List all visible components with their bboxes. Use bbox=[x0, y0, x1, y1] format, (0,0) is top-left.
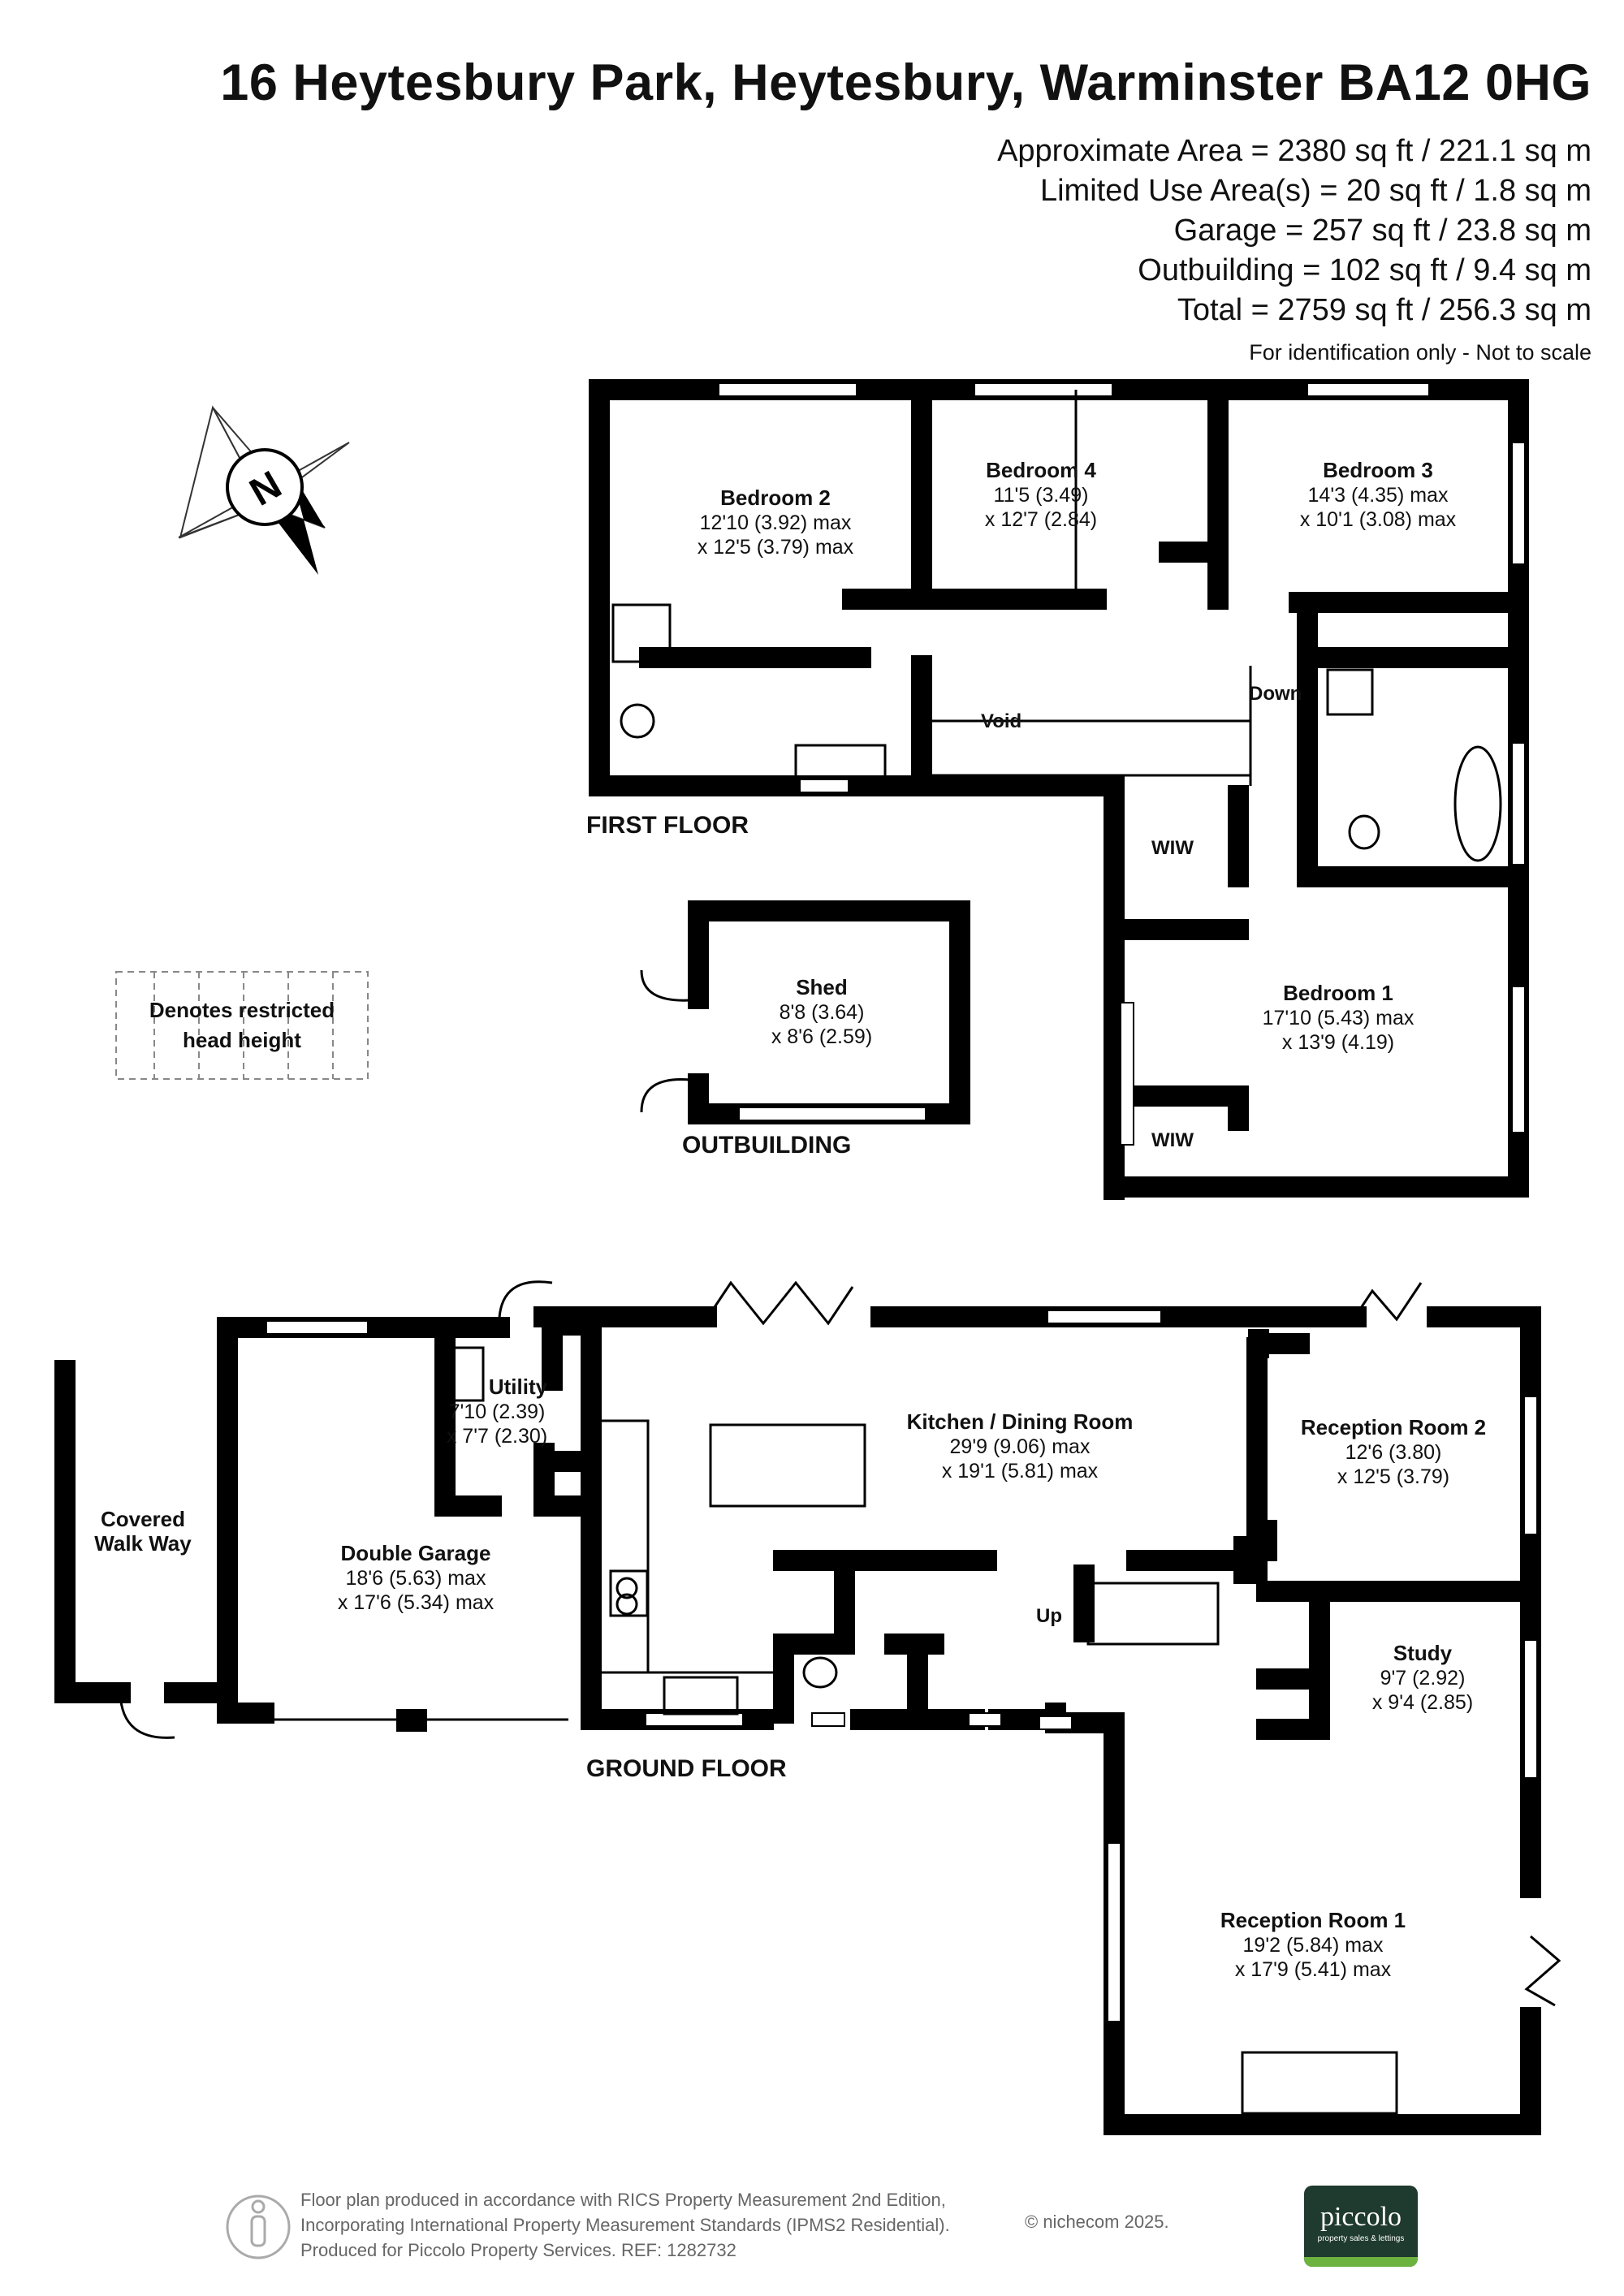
ground-floor-plan bbox=[54, 1280, 1561, 2135]
kitchen-dim1: 29'9 (9.06) max bbox=[950, 1435, 1091, 1458]
bedroom3-dim1: 14'3 (4.35) max bbox=[1308, 484, 1449, 507]
bedroom2-name: Bedroom 2 bbox=[720, 486, 831, 510]
garage-dim1: 18'6 (5.63) max bbox=[346, 1567, 486, 1590]
person-icon bbox=[226, 2195, 291, 2259]
shed-name: Shed bbox=[796, 975, 848, 999]
bedroom4-name: Bedroom 4 bbox=[986, 458, 1096, 482]
reception1-dim2: x 17'9 (5.41) max bbox=[1235, 1958, 1392, 1981]
shed-dim1: 8'8 (3.64) bbox=[780, 1001, 865, 1024]
piccolo-logo: piccolo property sales & lettings bbox=[1304, 2186, 1418, 2267]
utility-dim2: x 7'7 (2.30) bbox=[447, 1425, 547, 1448]
garage-name: Double Garage bbox=[341, 1541, 491, 1565]
first-floor-label: FIRST FLOOR bbox=[586, 812, 749, 839]
legend-line-2: head height bbox=[183, 1028, 301, 1052]
page-title: 16 Heytesbury Park, Heytesbury, Warminst… bbox=[220, 54, 1592, 111]
header: 16 Heytesbury Park, Heytesbury, Warminst… bbox=[220, 54, 1592, 365]
study-name: Study bbox=[1393, 1641, 1453, 1665]
down-label: Down bbox=[1249, 683, 1302, 705]
outbuilding-label: OUTBUILDING bbox=[682, 1132, 851, 1159]
restricted-height-legend: Denotes restricted head height bbox=[115, 971, 369, 1080]
up-label: Up bbox=[1036, 1605, 1062, 1627]
garage-dim2: x 17'6 (5.34) max bbox=[338, 1591, 495, 1614]
utility-dim1: 7'10 (2.39) bbox=[449, 1400, 546, 1423]
shed-dim2: x 8'6 (2.59) bbox=[771, 1025, 872, 1048]
area-limited-use: Limited Use Area(s) = 20 sq ft / 1.8 sq … bbox=[1039, 174, 1592, 208]
study-dim2: x 9'4 (2.85) bbox=[1372, 1691, 1473, 1714]
reception2-dim2: x 12'5 (3.79) bbox=[1337, 1465, 1449, 1488]
bedroom3-name: Bedroom 3 bbox=[1323, 458, 1433, 482]
kitchen-dim2: x 19'1 (5.81) max bbox=[942, 1460, 1099, 1482]
outbuilding-plan bbox=[640, 900, 970, 1124]
reception2-name: Reception Room 2 bbox=[1301, 1415, 1486, 1439]
reception2-dim1: 12'6 (3.80) bbox=[1345, 1441, 1442, 1464]
study-dim1: 9'7 (2.92) bbox=[1380, 1667, 1466, 1690]
logo-band bbox=[1304, 2257, 1418, 2267]
area-total: Total = 2759 sq ft / 256.3 sq m bbox=[1177, 293, 1592, 327]
bedroom2-dim2: x 12'5 (3.79) max bbox=[698, 536, 854, 559]
logo-tag: property sales & lettings bbox=[1317, 2234, 1405, 2243]
bedroom4-dim1: 11'5 (3.49) bbox=[994, 484, 1089, 507]
ground-floor-label: GROUND FLOOR bbox=[586, 1755, 787, 1782]
area-garage: Garage = 257 sq ft / 23.8 sq m bbox=[1173, 214, 1592, 248]
legend-line-1: Denotes restricted bbox=[149, 998, 335, 1022]
void-label: Void bbox=[981, 710, 1021, 732]
bedroom3-dim2: x 10'1 (3.08) max bbox=[1300, 508, 1457, 531]
reception1-name: Reception Room 1 bbox=[1220, 1908, 1406, 1932]
compass-rose-icon: N bbox=[178, 405, 350, 575]
first-floor-plan bbox=[589, 379, 1529, 1200]
bedroom1-dim1: 17'10 (5.43) max bbox=[1263, 1007, 1415, 1029]
bedroom1-name: Bedroom 1 bbox=[1283, 981, 1393, 1005]
copyright: © nichecom 2025. bbox=[1025, 2212, 1169, 2232]
logo-word: piccolo bbox=[1320, 2202, 1402, 2232]
scale-note: For identification only - Not to scale bbox=[1249, 340, 1592, 365]
walkway-line-2: Walk Way bbox=[94, 1531, 192, 1556]
wiw-label-lower: WIW bbox=[1151, 1129, 1194, 1151]
footer-line-2: Incorporating International Property Mea… bbox=[300, 2215, 950, 2235]
wiw-label-upper: WIW bbox=[1151, 837, 1194, 859]
footer-line-1: Floor plan produced in accordance with R… bbox=[300, 2190, 946, 2210]
utility-name: Utility bbox=[489, 1375, 548, 1399]
walkway-line-1: Covered bbox=[101, 1507, 185, 1531]
bedroom4-dim2: x 12'7 (2.84) bbox=[985, 508, 1097, 531]
kitchen-name: Kitchen / Dining Room bbox=[907, 1409, 1134, 1434]
bedroom2-dim1: 12'10 (3.92) max bbox=[700, 511, 852, 534]
reception1-dim1: 19'2 (5.84) max bbox=[1243, 1934, 1384, 1957]
bedroom1-dim2: x 13'9 (4.19) bbox=[1282, 1031, 1394, 1054]
area-outbuilding: Outbuilding = 102 sq ft / 9.4 sq m bbox=[1138, 253, 1592, 287]
footer-text: Floor plan produced in accordance with R… bbox=[300, 2187, 950, 2263]
area-approximate: Approximate Area = 2380 sq ft / 221.1 sq… bbox=[997, 134, 1592, 168]
footer-line-3: Produced for Piccolo Property Services. … bbox=[300, 2240, 736, 2260]
